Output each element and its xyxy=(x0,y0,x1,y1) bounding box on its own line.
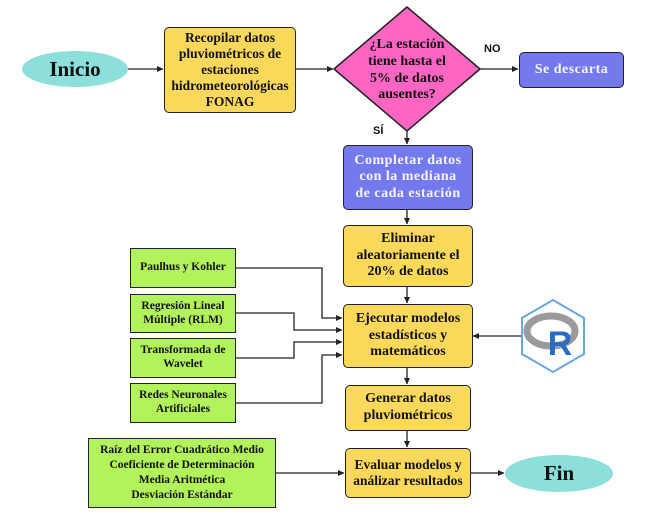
r-logo-icon: R xyxy=(521,298,585,374)
start-label: Inicio xyxy=(49,56,101,81)
start-terminal: Inicio xyxy=(22,51,128,87)
model-label: Transformada de Wavelet xyxy=(140,344,226,370)
model-label: Paulhus y Kohler xyxy=(140,261,226,274)
decision-label: ¿La estación tiene hasta el 5% de datos … xyxy=(368,37,446,103)
end-label: Fin xyxy=(543,461,575,486)
generate-data-label: Generar datos pluviométricos xyxy=(363,391,453,423)
evaluate-models-step: Evaluar modelos y análizar resultados xyxy=(345,448,471,498)
metric-label: Desviación Estándar xyxy=(131,488,233,501)
end-terminal: Fin xyxy=(505,455,613,492)
metrics-input: Raíz del Error Cuadrático Medio Coeficie… xyxy=(88,438,276,508)
complete-median-step: Completar datos con la mediana de cada e… xyxy=(343,145,473,210)
execute-models-step: Ejecutar modelos estadísticos y matemáti… xyxy=(343,304,473,368)
discard-label: Se descarta xyxy=(534,61,609,77)
metric-label: Raíz del Error Cuadrático Medio xyxy=(100,444,264,457)
discard-step: Se descarta xyxy=(519,52,624,88)
model-input-wavelet: Transformada de Wavelet xyxy=(130,338,236,378)
remove-data-label: Eliminar aleatoriamente el 20% de datos xyxy=(356,231,460,280)
model-label: Regresión Lineal Múltiple (RLM) xyxy=(141,299,225,326)
remove-data-step: Eliminar aleatoriamente el 20% de datos xyxy=(343,225,473,287)
execute-models-label: Ejecutar modelos estadísticos y matemáti… xyxy=(355,311,461,360)
generate-data-step: Generar datos pluviométricos xyxy=(345,385,471,431)
branch-no-label: NO xyxy=(484,43,501,55)
model-input-paulhus-kohler: Paulhus y Kohler xyxy=(130,248,236,288)
collect-data-step: Recopilar datos pluviométricos de estaci… xyxy=(164,27,296,113)
metric-label: Media Aritmética xyxy=(138,474,226,486)
model-input-rlm: Regresión Lineal Múltiple (RLM) xyxy=(130,294,236,333)
complete-median-label: Completar datos con la mediana de cada e… xyxy=(354,152,462,201)
collect-data-label: Recopilar datos pluviométricos de estaci… xyxy=(171,30,289,109)
arrow-wavelet-to-execute xyxy=(236,339,343,359)
metric-label: Coeficiente de Determinación xyxy=(109,459,255,472)
evaluate-models-label: Evaluar modelos y análizar resultados xyxy=(353,457,463,488)
model-input-neural-networks: Redes Neuronales Artificiales xyxy=(130,383,236,423)
svg-text:R: R xyxy=(548,325,573,363)
model-label: Redes Neuronales Artificiales xyxy=(139,389,227,415)
arrow-redes-to-execute xyxy=(236,352,343,404)
arrow-rlm-to-execute xyxy=(236,312,343,333)
branch-yes-label: SÍ xyxy=(373,125,384,137)
arrow-paulhus-to-execute xyxy=(236,267,343,321)
